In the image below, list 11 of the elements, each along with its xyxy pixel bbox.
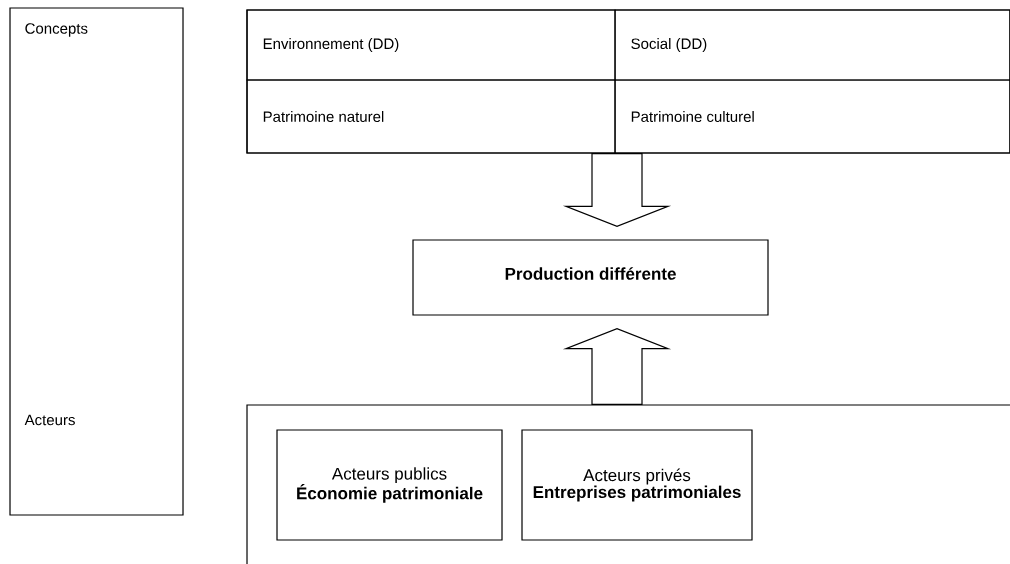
- process-box: Acteurs publics Économie patrimoniale: [276, 429, 503, 541]
- table-cell: Social (DD): [614, 9, 1010, 81]
- process-box: Production différente: [412, 239, 769, 316]
- table-cell: Environnement (DD): [246, 9, 616, 81]
- block-arrow: [562, 153, 672, 228]
- process-box: Acteurs privés Entreprises patrimoniales: [521, 429, 753, 541]
- group-box: [246, 404, 1010, 564]
- side-panel: Concepts Acteurs: [9, 7, 184, 516]
- table-cell: Patrimoine culturel: [614, 79, 1010, 154]
- block-arrow: [562, 327, 672, 405]
- table-cell: Patrimoine naturel: [246, 79, 616, 154]
